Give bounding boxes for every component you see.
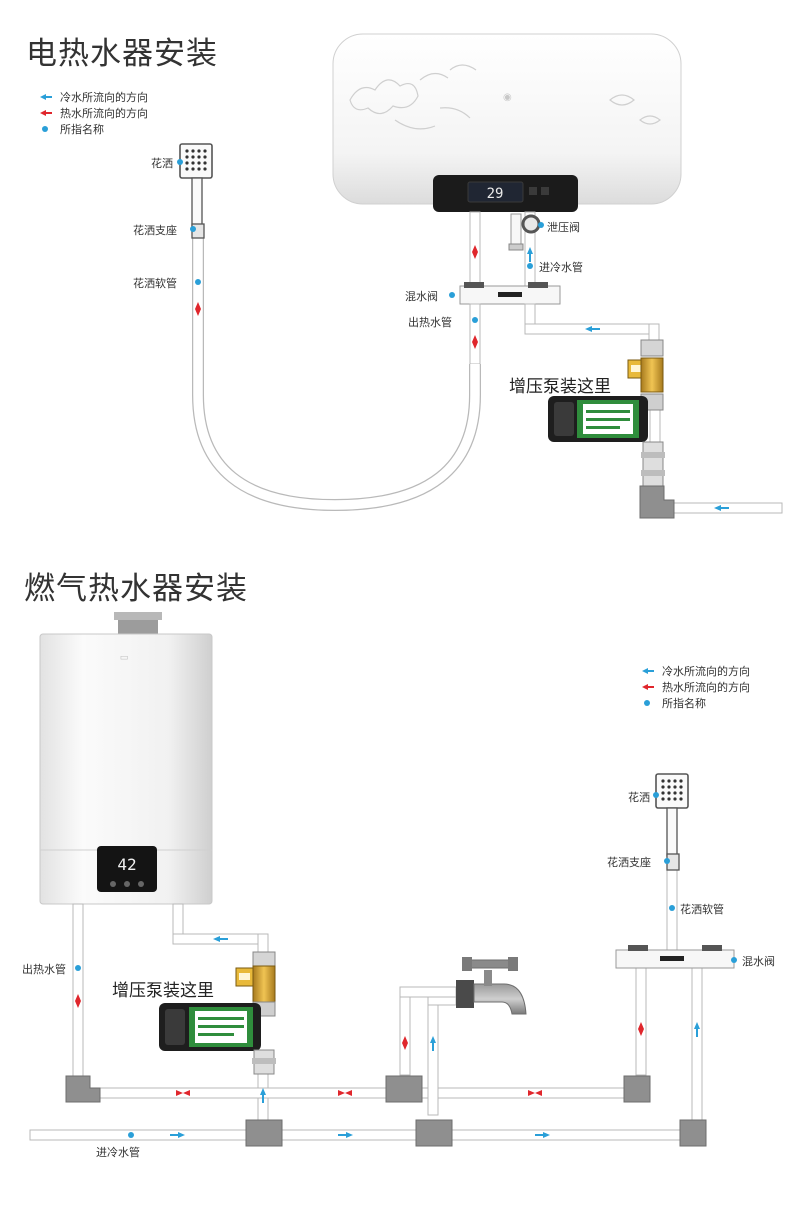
cold-arrow-icon xyxy=(640,665,662,677)
legend-cold-label: 冷水所流向的方向 xyxy=(60,91,148,104)
flower-decoration xyxy=(349,64,661,130)
gas-label-shower-holder: 花洒支座 xyxy=(607,856,651,869)
electric-display-reading: 29 xyxy=(487,186,504,202)
label-shower-hose: 花洒软管 xyxy=(133,277,177,290)
gas-label-dots xyxy=(75,792,737,1138)
gas-display-reading: 42 xyxy=(117,855,136,874)
gas-flow-arrows xyxy=(75,936,700,1138)
electric-diagram: ◉ 29 xyxy=(177,33,783,519)
svg-text:▭: ▭ xyxy=(120,653,129,663)
electric-pump-note: 增压泵装这里 xyxy=(509,377,611,397)
electric-legend: 冷水所流向的方向 热水所流向的方向 所指名称 xyxy=(38,89,148,137)
label-hot-outlet: 出热水管 xyxy=(408,316,452,329)
gas-legend-cold-row: 冷水所流向的方向 xyxy=(640,663,750,679)
gas-shower-head xyxy=(655,773,689,871)
point-dot-icon xyxy=(38,123,60,135)
label-relief-valve: 泄压阀 xyxy=(547,221,580,234)
faucet xyxy=(456,957,527,1015)
gas-label-shower-hose: 花洒软管 xyxy=(680,903,724,916)
electric-label-dots xyxy=(177,159,544,323)
cold-arrow-icon xyxy=(38,91,60,103)
gas-pipes xyxy=(29,869,703,1141)
brand-watermark: ◉ xyxy=(503,92,512,103)
label-cold-inlet: 进冷水管 xyxy=(539,261,583,274)
label-mixing-valve: 混水阀 xyxy=(405,290,438,303)
gas-label-hot-outlet: 出热水管 xyxy=(22,963,66,976)
gas-water-heater: ▭ 42 xyxy=(39,612,213,905)
gas-legend-hot-label: 热水所流向的方向 xyxy=(662,681,750,694)
hot-arrow-icon xyxy=(640,681,662,693)
point-dot-icon xyxy=(640,697,662,709)
gas-pump-note: 增压泵装这里 xyxy=(112,981,214,1001)
legend-hot-label: 热水所流向的方向 xyxy=(60,107,148,120)
label-shower-head: 花洒 xyxy=(151,157,173,170)
electric-flow-arrows xyxy=(195,245,729,511)
electric-water-heater-tank: ◉ 29 xyxy=(332,33,682,212)
legend-point-label: 所指名称 xyxy=(60,123,104,136)
electric-booster-pump xyxy=(548,339,665,489)
hot-arrow-icon xyxy=(38,107,60,119)
electric-elbow xyxy=(639,485,675,519)
gas-legend: 冷水所流向的方向 热水所流向的方向 所指名称 xyxy=(640,663,750,711)
legend-cold-row: 冷水所流向的方向 xyxy=(38,89,148,105)
gas-label-cold-inlet: 进冷水管 xyxy=(96,1146,140,1159)
gas-legend-point-row: 所指名称 xyxy=(640,695,750,711)
label-shower-holder: 花洒支座 xyxy=(133,224,177,237)
gas-legend-hot-row: 热水所流向的方向 xyxy=(640,679,750,695)
electric-shower-head xyxy=(179,143,213,239)
gas-legend-cold-label: 冷水所流向的方向 xyxy=(662,665,750,678)
legend-hot-row: 热水所流向的方向 xyxy=(38,105,148,121)
gas-label-shower-head: 花洒 xyxy=(628,791,650,804)
gas-legend-point-label: 所指名称 xyxy=(662,697,706,710)
gas-control-panel xyxy=(97,846,157,892)
gas-fittings xyxy=(65,1075,707,1147)
gas-section-title: 燃气热水器安装 xyxy=(24,571,248,607)
electric-section-title: 电热水器安装 xyxy=(26,36,218,72)
legend-point-row: 所指名称 xyxy=(38,121,148,137)
gas-label-mixing-valve: 混水阀 xyxy=(742,955,775,968)
gas-booster-pump xyxy=(159,951,276,1075)
